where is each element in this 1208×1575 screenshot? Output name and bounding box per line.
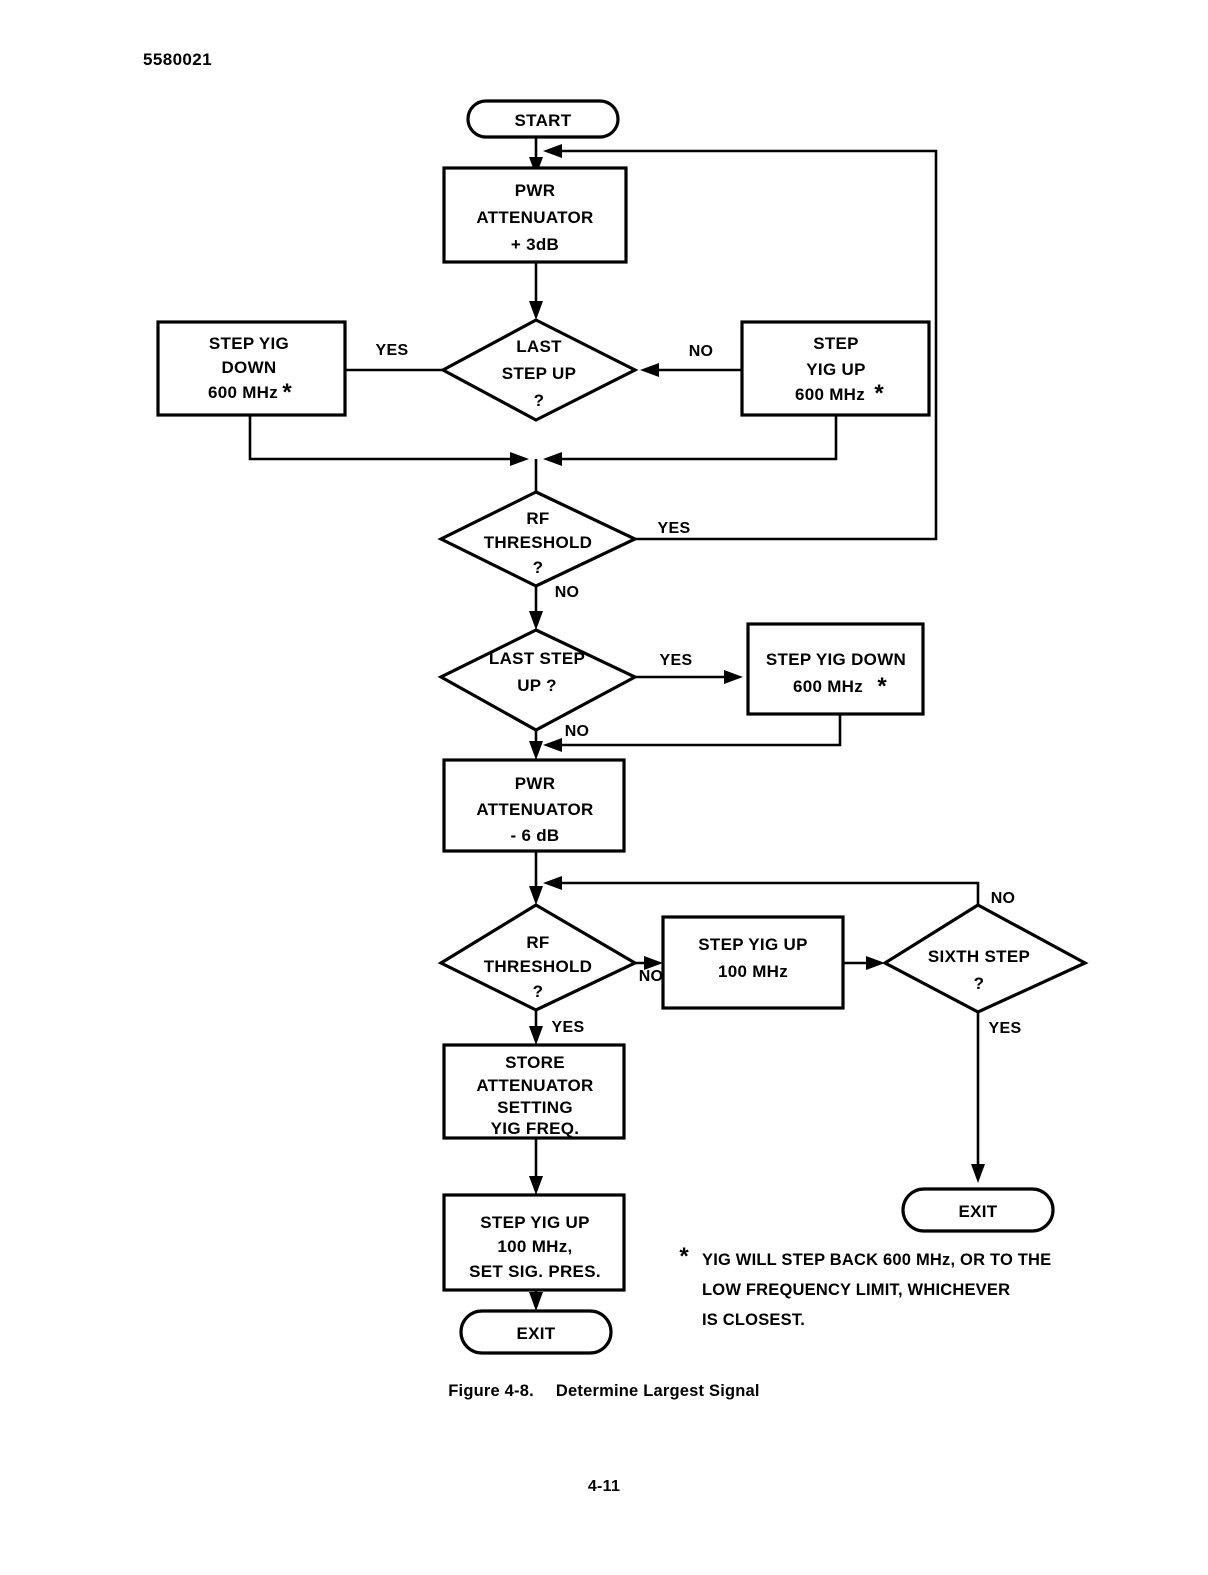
node-step-yig-up-100-line-1: STEP YIG UP (698, 935, 807, 954)
node-rf-threshold-2-line-2: THRESHOLD (484, 957, 592, 976)
node-rf-threshold-1-line-2: THRESHOLD (484, 533, 592, 552)
node-step-yig-down-1-line-3: 600 MHz (208, 383, 278, 402)
node-step-yig-up-1[interactable]: STEP YIG UP 600 MHz * (740, 320, 931, 417)
edge-label-sixth-step-no: NO (991, 890, 1016, 907)
edge-rf-threshold-1-no (529, 586, 543, 630)
node-step-yig-down-2[interactable]: STEP YIG DOWN 600 MHz * (746, 622, 925, 716)
node-store-attenuator[interactable]: STORE ATTENUATOR SETTING YIG FREQ. (442, 1043, 626, 1140)
node-step-yig-up-set-line-2: 100 MHz, (497, 1237, 572, 1256)
node-exit-right-label: EXIT (959, 1202, 998, 1221)
node-pwr-attenuator-minus-line-3: - 6 dB (510, 826, 559, 845)
footnote-asterisk-icon: * (679, 1243, 689, 1270)
edge-label-last-step-up-1-no: NO (689, 343, 714, 360)
edge-step-yig-up-set-to-exit (529, 1290, 543, 1311)
node-pwr-attenuator-plus[interactable]: PWR ATTENUATOR + 3dB (442, 166, 628, 264)
node-rf-threshold-1-line-3: ? (533, 558, 544, 577)
node-pwr-attenuator-minus-line-2: ATTENUATOR (476, 800, 593, 819)
node-pwr-attenuator-plus-line-2: ATTENUATOR (476, 208, 593, 227)
node-rf-threshold-1[interactable]: RF THRESHOLD ? (437, 490, 639, 588)
node-store-attenuator-line-1: STORE (505, 1053, 565, 1072)
node-rf-threshold-2-line-3: ? (533, 982, 544, 1001)
asterisk-marker-icon: * (874, 380, 884, 407)
node-exit-bottom-label: EXIT (517, 1324, 556, 1343)
node-last-step-up-1-line-3: ? (534, 391, 545, 410)
footnote-line-1: YIG WILL STEP BACK 600 MHz, OR TO THE (702, 1251, 1051, 1269)
node-last-step-up-2-line-2: UP ? (517, 676, 557, 695)
edge-pwr-attenuator-to-last-step-up-1 (529, 262, 543, 320)
node-step-yig-down-1[interactable]: STEP YIG DOWN 600 MHz * (156, 320, 347, 417)
node-last-step-up-2[interactable]: LAST STEP UP ? (437, 628, 639, 732)
edge-step-yig-up-1-to-rf-threshold-1 (543, 415, 838, 466)
edge-pwr-attenuator-minus-to-rf-threshold-2 (529, 851, 543, 905)
node-store-attenuator-line-4: YIG FREQ. (491, 1119, 580, 1138)
node-step-yig-up-100-line-2: 100 MHz (718, 962, 788, 981)
node-step-yig-up-set[interactable]: STEP YIG UP 100 MHz, SET SIG. PRES. (442, 1193, 626, 1292)
node-rf-threshold-1-line-1: RF (526, 509, 549, 528)
document-number: 5580021 (143, 50, 212, 69)
node-rf-threshold-2-line-1: RF (526, 933, 549, 952)
edge-store-attenuator-to-step-yig-up-set (529, 1138, 543, 1195)
edge-label-last-step-up-1-yes: YES (376, 342, 409, 359)
edge-sixth-step-no-feedback (543, 876, 980, 905)
node-step-yig-up-set-line-1: STEP YIG UP (480, 1213, 589, 1232)
node-start[interactable]: START (466, 99, 620, 139)
edge-rf-threshold-2-yes (529, 1010, 543, 1045)
node-last-step-up-2-line-1: LAST STEP (489, 649, 585, 668)
edge-step-yig-down-1-to-rf-threshold-1 (248, 415, 529, 466)
edge-label-rf-threshold-2-yes: YES (552, 1019, 585, 1036)
edge-label-rf-threshold-1-no: NO (555, 584, 580, 601)
node-step-yig-down-2-line-2: 600 MHz (793, 677, 863, 696)
node-step-yig-down-1-line-1: STEP YIG (209, 334, 289, 353)
edge-last-step-up-2-yes (635, 670, 743, 684)
edge-label-rf-threshold-2-no: NO (639, 968, 664, 985)
node-store-attenuator-line-2: ATTENUATOR (476, 1076, 593, 1095)
asterisk-marker-icon: * (877, 673, 887, 700)
edge-step-yig-down-2-return (543, 714, 842, 752)
edge-label-rf-threshold-1-yes: YES (658, 520, 691, 537)
figure-caption: Figure 4-8. Determine Largest Signal (0, 1382, 1208, 1401)
node-last-step-up-1-line-2: STEP UP (502, 364, 577, 383)
node-sixth-step[interactable]: SIXTH STEP ? (881, 903, 1089, 1014)
edge-last-step-up-1-no (640, 363, 742, 377)
edge-step-yig-up-100-to-sixth-step (843, 956, 885, 970)
node-rf-threshold-2[interactable]: RF THRESHOLD ? (437, 903, 639, 1012)
node-step-yig-down-2-line-1: STEP YIG DOWN (766, 650, 906, 669)
node-step-yig-up-1-line-1: STEP (813, 334, 859, 353)
edge-sixth-step-yes (971, 1012, 985, 1183)
asterisk-marker-icon: * (282, 379, 292, 406)
node-step-yig-up-1-line-3: 600 MHz (795, 385, 865, 404)
node-step-yig-up-set-line-3: SET SIG. PRES. (469, 1262, 601, 1281)
footnote-line-2: LOW FREQUENCY LIMIT, WHICHEVER (702, 1281, 1010, 1299)
node-pwr-attenuator-minus-line-1: PWR (515, 774, 556, 793)
node-start-label: START (515, 111, 572, 130)
node-step-yig-up-1-line-2: YIG UP (806, 360, 865, 379)
figure-title: Determine Largest Signal (555, 1382, 760, 1400)
edge-label-last-step-up-2-no: NO (565, 723, 590, 740)
node-sixth-step-line-1: SIXTH STEP (928, 947, 1030, 966)
node-store-attenuator-line-3: SETTING (497, 1098, 573, 1117)
page-number: 4-11 (587, 1478, 621, 1495)
node-sixth-step-line-2: ? (974, 974, 985, 993)
node-last-step-up-1[interactable]: LAST STEP UP ? (439, 318, 639, 422)
node-last-step-up-1-line-1: LAST (516, 337, 562, 356)
node-exit-right[interactable]: EXIT (901, 1187, 1055, 1233)
node-pwr-attenuator-minus[interactable]: PWR ATTENUATOR - 6 dB (442, 758, 626, 853)
edge-last-step-up-2-no (529, 730, 543, 760)
node-pwr-attenuator-plus-line-1: PWR (515, 181, 556, 200)
edge-rf-threshold-1-yes-feedback (543, 144, 938, 541)
node-exit-bottom[interactable]: EXIT (459, 1309, 613, 1355)
footnote: * YIG WILL STEP BACK 600 MHz, OR TO THE … (679, 1243, 1051, 1329)
edge-rf-threshold-2-no (635, 956, 663, 970)
footnote-line-3: IS CLOSEST. (702, 1311, 805, 1329)
node-step-yig-down-1-line-2: DOWN (221, 358, 276, 377)
node-pwr-attenuator-plus-line-3: + 3dB (511, 235, 559, 254)
edge-label-sixth-step-yes: YES (989, 1020, 1022, 1037)
figure-number: Figure 4-8. (448, 1382, 534, 1400)
edge-label-last-step-up-2-yes: YES (660, 652, 693, 669)
node-step-yig-up-100[interactable]: STEP YIG UP 100 MHz (661, 915, 845, 1010)
